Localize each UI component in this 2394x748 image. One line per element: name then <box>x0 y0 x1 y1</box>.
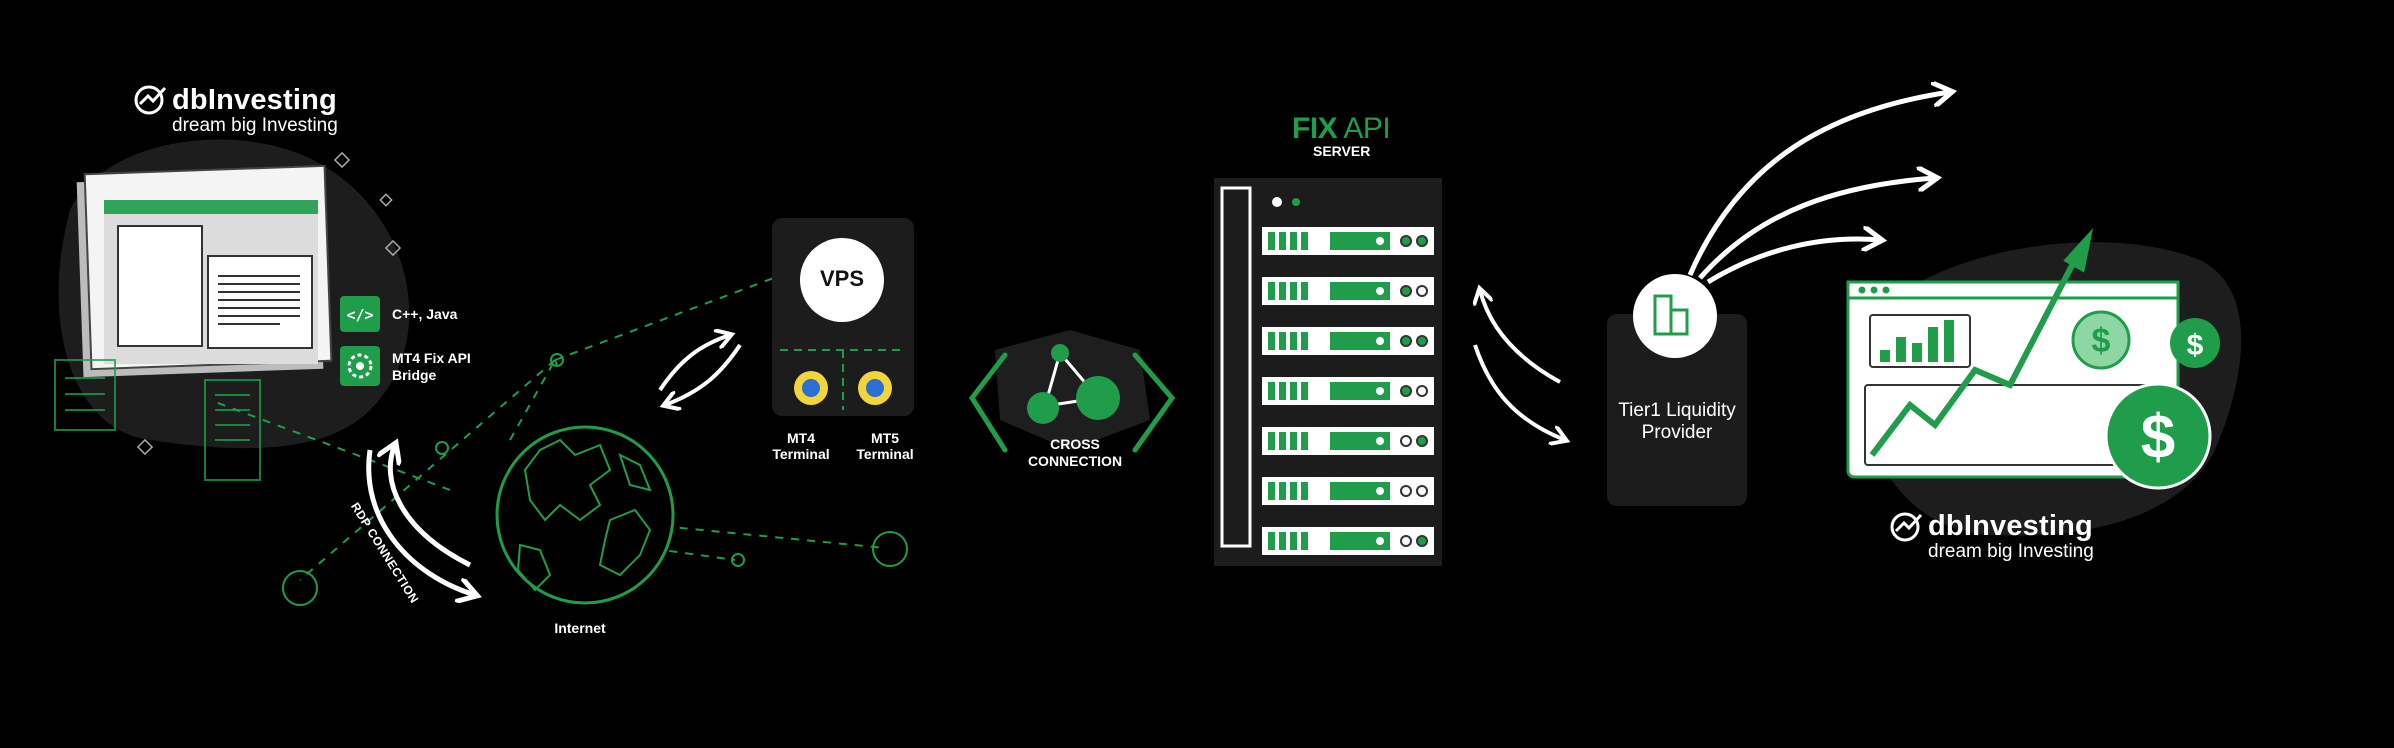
brand-tagline: dream big Investing <box>172 115 338 136</box>
globe-icon <box>495 425 675 605</box>
feature-label-bridge: MT4 Fix API Bridge <box>392 350 471 383</box>
rdp-arrow-down <box>366 449 475 595</box>
code-icon: </> <box>346 306 373 324</box>
network-node <box>550 353 564 367</box>
svg-text:$: $ <box>2141 403 2175 472</box>
vps-title: VPS <box>819 266 865 291</box>
bridge-gear-icon <box>347 353 373 379</box>
server-subtitle: SERVER <box>1313 143 1371 159</box>
code-icon-tile <box>340 296 380 332</box>
brand-name: dbInvesting <box>1928 510 2093 542</box>
server-unit <box>1262 427 1434 455</box>
brand-name: dbInvesting <box>172 84 337 116</box>
network-lines <box>209 239 886 581</box>
brand-tagline: dream big Investing <box>1928 541 2094 562</box>
brand-logo-left: dbInvesting dream big Investing <box>172 84 338 137</box>
brand-logo-icon <box>1890 512 1923 542</box>
liquidity-provider-box <box>1607 274 1747 506</box>
dollar-coin-icon <box>2104 382 2212 490</box>
server-arrow-forward <box>1473 344 1565 440</box>
liquidity-arrows <box>1687 92 1950 285</box>
decorative-documents <box>54 359 261 481</box>
network-node <box>872 531 908 567</box>
server-unit <box>1262 327 1434 355</box>
vps-box <box>772 218 914 416</box>
server-rack <box>1214 178 1442 566</box>
brand-logo-icon <box>134 85 167 115</box>
vps-arrow-down <box>665 343 742 405</box>
network-node <box>435 441 449 455</box>
mt4-terminal-label: MT4 Terminal <box>772 430 830 462</box>
svg-text:$: $ <box>2092 322 2111 360</box>
sparkle-diamonds <box>136 151 402 456</box>
server-arrow-back <box>1480 290 1561 384</box>
rdp-arrow-up <box>390 445 472 568</box>
dollar-coin-icon <box>2170 318 2220 368</box>
fix-api-title: FIX API <box>1292 112 1391 146</box>
network-node <box>731 553 745 567</box>
server-unit <box>1262 277 1434 305</box>
server-unit <box>1262 477 1434 505</box>
brand-logo-right: dbInvesting dream big Investing <box>1928 510 2094 563</box>
mt5-terminal-label: MT5 Terminal <box>856 430 914 462</box>
network-node <box>282 570 318 606</box>
svg-text:$: $ <box>2187 329 2204 362</box>
api-word: API <box>1343 112 1391 145</box>
liquidity-provider-label: Tier1 Liquidity Provider <box>1618 400 1736 443</box>
monitor-illustration <box>76 164 333 378</box>
vps-arrow-up <box>658 335 730 392</box>
cross-connection-label: CROSS CONNECTION <box>1027 436 1123 469</box>
server-unit <box>1262 227 1434 255</box>
cross-connection-icon <box>968 330 1176 453</box>
feature-label-code: C++, Java <box>392 306 458 322</box>
chart-window-illustration: $ $ $ <box>1846 227 2220 490</box>
fix-word: FIX <box>1292 112 1338 145</box>
internet-label: Internet <box>554 620 606 636</box>
dollar-coin-icon <box>2071 310 2131 370</box>
server-unit <box>1262 377 1434 405</box>
server-unit <box>1262 527 1434 555</box>
